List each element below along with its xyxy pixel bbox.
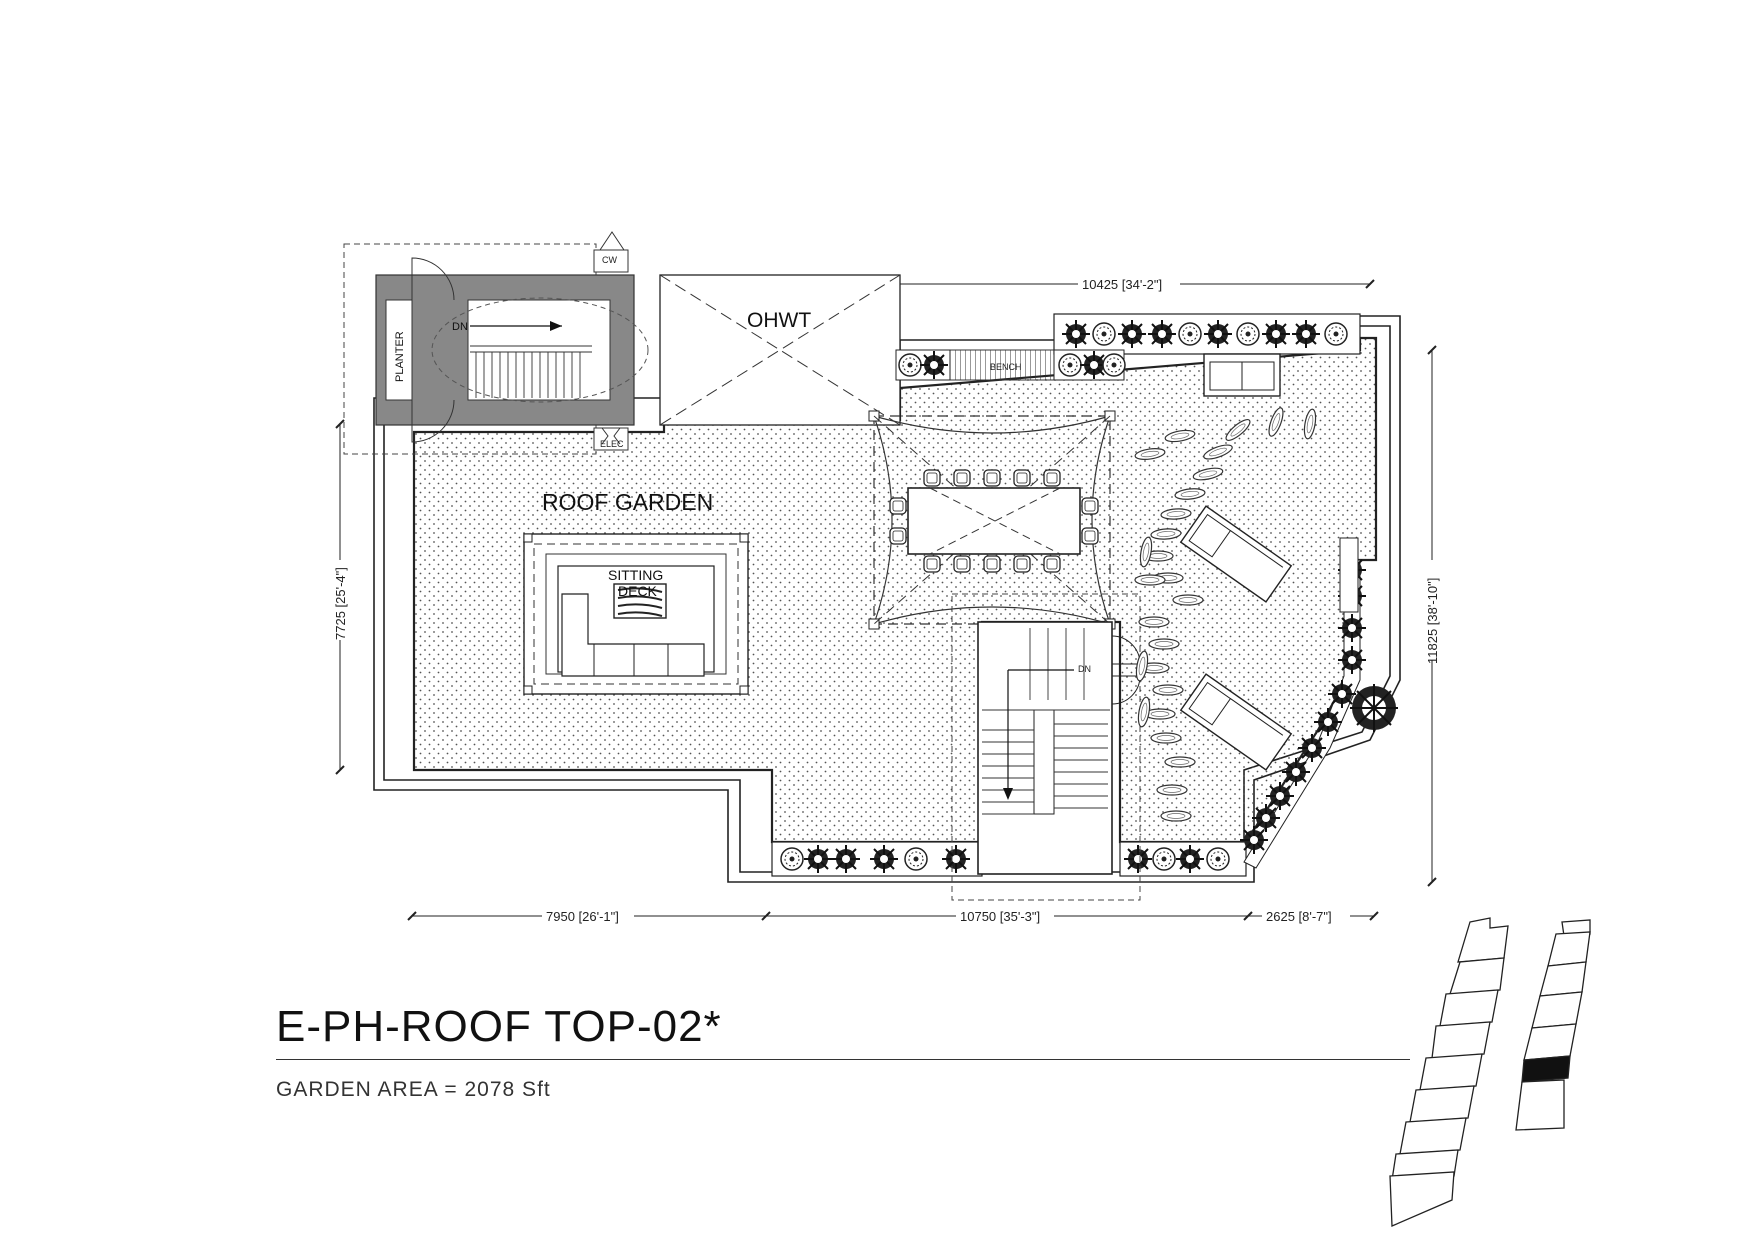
bench-strip (949, 349, 1061, 381)
garden-area-line: GARDEN AREA = 2078 Sft (276, 1078, 551, 1102)
stair-core-top (343, 231, 649, 455)
planter-top-right (1053, 313, 1361, 355)
dim-right-height: 11825 [38'-10"] (1425, 578, 1440, 664)
sitting-deck-label-line2: DECK (618, 583, 658, 599)
sitting-deck (523, 533, 749, 695)
loungers (1179, 353, 1359, 771)
pergola-dining (868, 410, 1116, 630)
key-plan-highlight (1521, 1055, 1571, 1083)
planter-label: PLANTER (394, 331, 406, 382)
planter-bottom-right (1119, 841, 1247, 877)
drawing-title: E-PH-ROOF TOP-02* (276, 1002, 722, 1051)
planter-small-right (1053, 349, 1126, 381)
ohwt-label: OHWT (747, 309, 811, 332)
sitting-deck-label-line1: SITTING (608, 567, 663, 583)
dn-label-bottom: DN (1078, 664, 1091, 674)
key-plan-right-tower (1515, 919, 1591, 1131)
cw-label: CW (602, 255, 617, 265)
roof-garden-label: ROOF GARDEN (542, 489, 713, 515)
dim-top-width: 10425 [34'-2"] (1082, 277, 1162, 292)
stair-core-bottom (951, 593, 1141, 901)
ohwt-tank (659, 274, 901, 426)
planter-small-left (895, 349, 951, 381)
elec-label: ELEC (600, 439, 624, 449)
dim-bottom-left: 7950 [26'-1"] (546, 909, 619, 924)
title-underline (276, 1059, 1410, 1060)
garden-area-label: GARDEN AREA (276, 1078, 438, 1101)
dim-bottom-mid: 10750 [35'-3"] (960, 909, 1040, 924)
dim-left-height: 7725 [25'-4"] (333, 567, 348, 640)
dn-label-top: DN (452, 321, 468, 333)
key-plan-left-tower (1389, 917, 1509, 1227)
planter-bottom-left (771, 841, 983, 877)
bench-label: BENCH (990, 362, 1022, 372)
dim-bottom-right: 2625 [8'-7"] (1266, 909, 1332, 924)
garden-area-value: = 2078 Sft (444, 1078, 551, 1101)
